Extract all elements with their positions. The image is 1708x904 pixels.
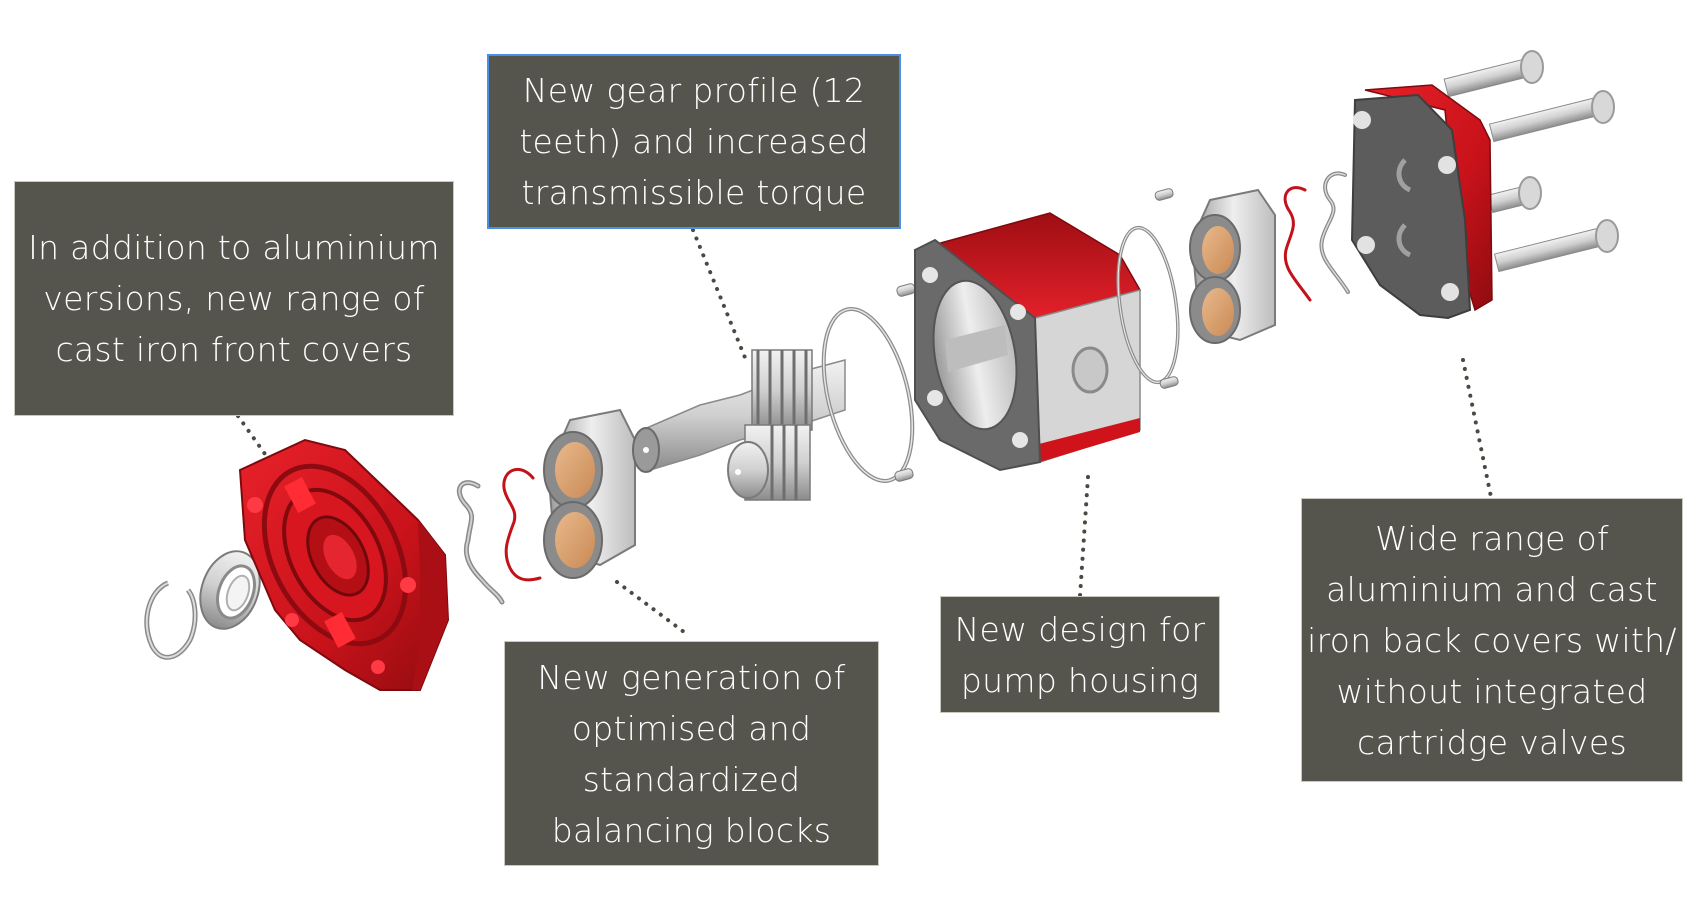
bolt-icon	[1443, 50, 1619, 273]
callout-gear-profile-line: New gear profile (12	[522, 71, 866, 110]
gasket-icon-rear	[1283, 171, 1350, 302]
gear-icon	[632, 349, 846, 501]
pump-housing-icon	[913, 212, 1142, 472]
gasket-icon	[456, 467, 542, 605]
balancing-block-icon-rear	[1189, 188, 1276, 344]
back-cover-icon	[1350, 84, 1493, 320]
o-ring-icon-rear	[1116, 188, 1180, 389]
leader-balancing-blocks	[615, 580, 690, 637]
callout-front-cover-line: cast iron front covers	[55, 330, 413, 369]
callout-back-covers: Wide range of aluminium and cast iron ba…	[1301, 498, 1683, 782]
callout-gear-profile: New gear profile (12 teeth) and increase…	[487, 54, 901, 229]
leader-pump-housing	[1078, 475, 1090, 598]
seal-ring-icon	[199, 550, 261, 630]
callout-balancing-blocks-line: balancing blocks	[551, 810, 832, 850]
callout-front-cover-line: In addition to aluminium	[28, 228, 440, 267]
callout-balancing-blocks-line: New generation of	[537, 657, 846, 697]
callout-balancing-blocks: New generation of optimised and standard…	[504, 641, 879, 866]
callout-pump-housing-line: New design for	[954, 609, 1206, 649]
callout-pump-housing: New design for pump housing	[940, 596, 1220, 713]
callout-front-cover: In addition to aluminium versions, new r…	[14, 181, 454, 416]
callout-front-cover-line: versions, new range of	[43, 279, 425, 318]
callout-back-covers-line: iron back covers with/	[1307, 620, 1677, 660]
callout-pump-housing-line: pump housing	[960, 660, 1200, 700]
callout-gear-profile-line: transmissible torque	[521, 173, 867, 212]
callout-back-covers-line: without integrated	[1336, 671, 1648, 711]
leader-back-covers	[1461, 358, 1493, 499]
circlip-icon	[144, 580, 198, 660]
callout-balancing-blocks-line: optimised and	[571, 708, 812, 748]
callout-back-covers-line: aluminium and cast	[1326, 569, 1658, 609]
callout-gear-profile-line: teeth) and increased	[519, 122, 869, 161]
o-ring-icon	[821, 283, 916, 483]
front-cover-icon	[238, 438, 450, 691]
callout-balancing-blocks-line: standardized	[582, 759, 801, 799]
callout-back-covers-line: Wide range of	[1375, 518, 1609, 558]
callout-back-covers-line: cartridge valves	[1357, 722, 1627, 762]
balancing-block-icon	[543, 408, 636, 579]
leader-gear-profile	[691, 228, 748, 362]
